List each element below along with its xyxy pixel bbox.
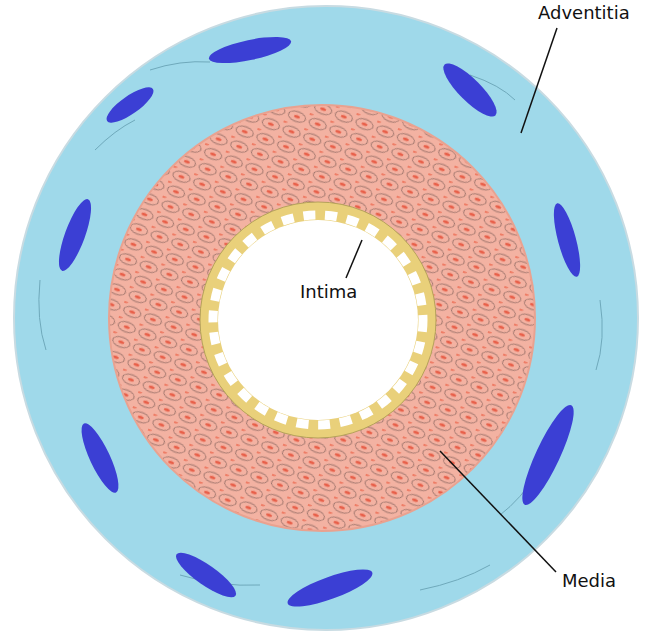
- lumen: [218, 220, 418, 420]
- leader-lines: [346, 28, 557, 572]
- intima-layer: [200, 202, 436, 438]
- fibres: [39, 62, 602, 590]
- layer-label: Adventitia: [538, 2, 630, 24]
- layer-label: Media: [562, 570, 616, 592]
- vasa-vasorum: [53, 31, 586, 613]
- lumen-folds: [213, 215, 423, 425]
- layer-label: Intima: [300, 281, 357, 303]
- adventitia-layer: [14, 6, 638, 630]
- media-layer: [109, 105, 535, 531]
